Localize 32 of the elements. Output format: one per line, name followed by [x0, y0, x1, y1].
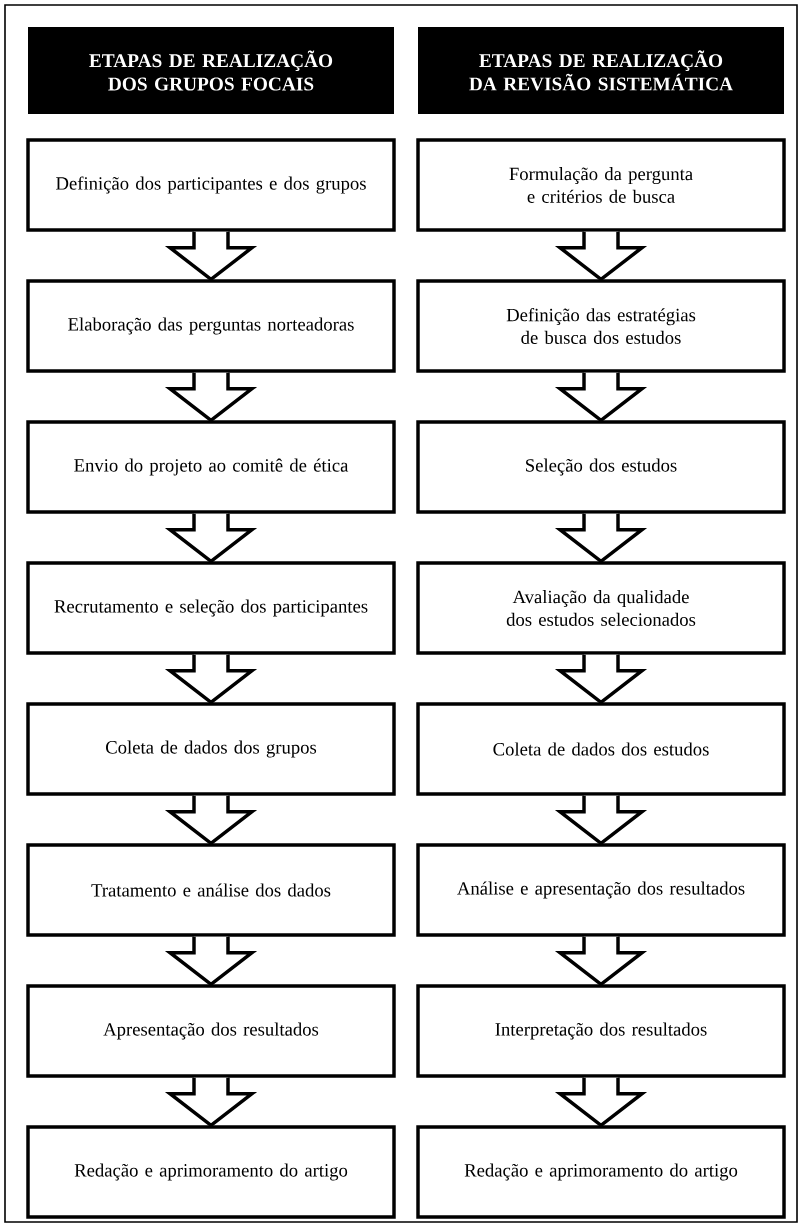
process-box: Definição das estratégias de busca dos estudos: [416, 279, 786, 373]
process-box: Avaliação da qualidade dos estudos selecionados: [416, 561, 786, 655]
block-arrow: [554, 794, 648, 846]
process-box: Envio do projeto ao comitê de ética: [26, 420, 396, 514]
process-box: Recrutamento e seleção dos participantes: [26, 561, 396, 655]
block-arrow: [554, 230, 648, 282]
block-arrow: [554, 512, 648, 564]
process-box: Apresentação dos resultados: [26, 984, 396, 1078]
block-arrow: [554, 935, 648, 987]
process-box: Coleta de dados dos grupos: [26, 702, 396, 796]
block-arrow: [164, 230, 258, 282]
process-box: Redação e aprimoramento do artigo: [416, 1125, 786, 1219]
block-arrow: [164, 935, 258, 987]
block-arrow: [554, 1076, 648, 1128]
process-box: Coleta de dados dos estudos: [416, 702, 786, 796]
block-arrow: [164, 653, 258, 705]
block-arrow: [554, 653, 648, 705]
header-box: ETAPAS DE REALIZAÇÃO DOS GRUPOS FOCAIS: [28, 27, 394, 114]
block-arrow: [164, 371, 258, 423]
block-arrow: [164, 512, 258, 564]
process-box: Definição dos participantes e dos grupos: [26, 138, 396, 232]
process-box: Interpretação dos resultados: [416, 984, 786, 1078]
block-arrow: [164, 794, 258, 846]
process-box: Análise e apresentação dos resultados: [416, 843, 786, 937]
process-box: Tratamento e análise dos dados: [26, 843, 396, 937]
process-box: Formulação da pergunta e critérios de busca: [416, 138, 786, 232]
block-arrow: [164, 1076, 258, 1128]
process-box: Elaboração das perguntas norteadoras: [26, 279, 396, 373]
block-arrow: [554, 371, 648, 423]
process-box: Redação e aprimoramento do artigo: [26, 1125, 396, 1219]
header-box: ETAPAS DE REALIZAÇÃO DA REVISÃO SISTEMÁTICA: [418, 27, 784, 114]
process-box: Seleção dos estudos: [416, 420, 786, 514]
